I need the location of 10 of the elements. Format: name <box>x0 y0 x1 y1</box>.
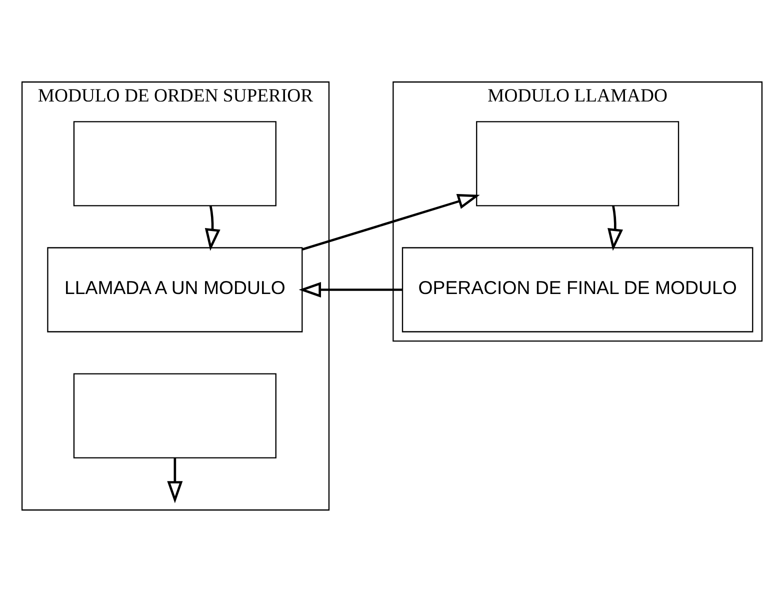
arrow <box>298 281 402 298</box>
node-box <box>73 120 276 206</box>
node-box <box>73 372 276 458</box>
arrow <box>204 205 220 250</box>
arrow <box>608 205 623 250</box>
arrow <box>167 457 183 503</box>
node-box: LLAMADA A UN MODULO <box>47 246 303 332</box>
arrow <box>302 193 480 250</box>
node-box: OPERACION DE FINAL DE MODULO <box>402 246 754 332</box>
node-box <box>476 120 680 206</box>
